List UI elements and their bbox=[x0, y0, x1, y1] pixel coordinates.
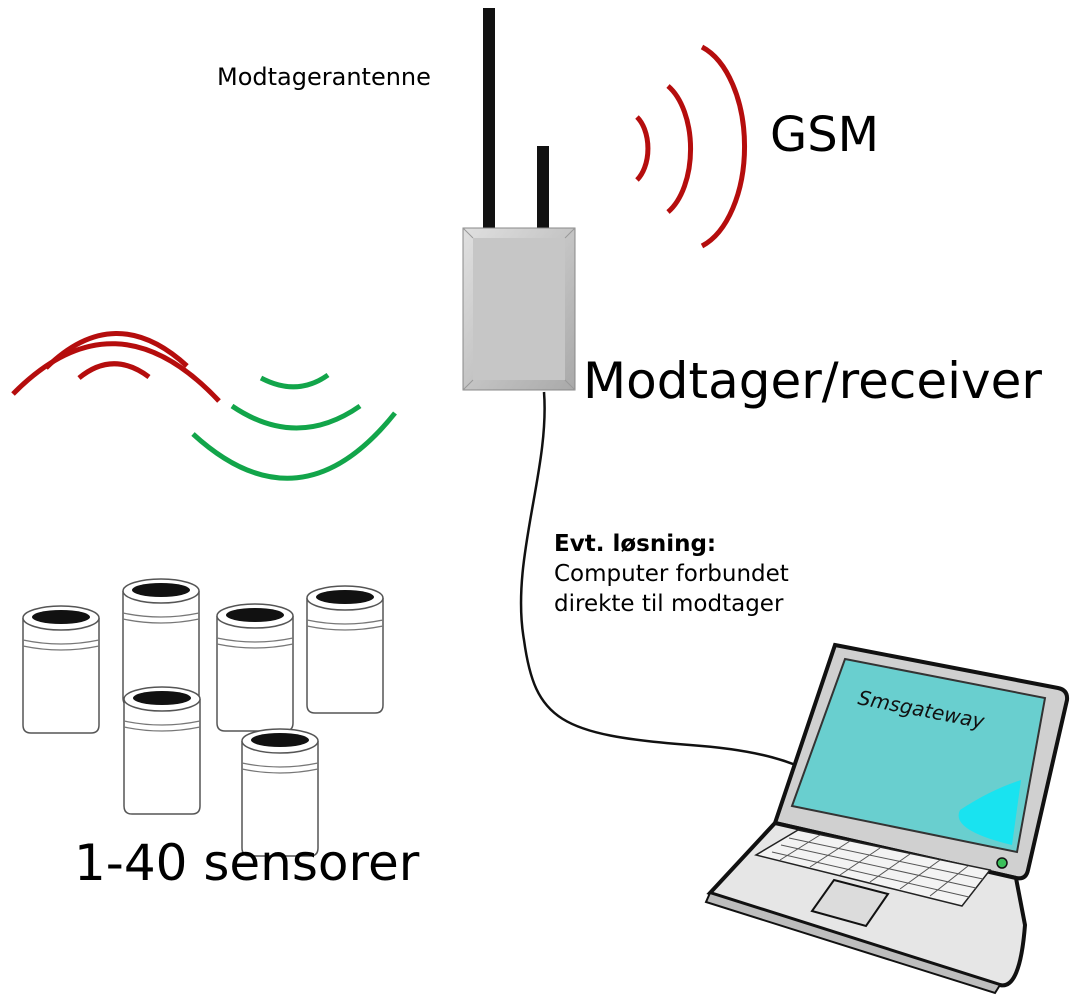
green-waves bbox=[191, 372, 397, 481]
sensors bbox=[22, 578, 384, 857]
red-waves bbox=[11, 331, 221, 403]
note-line-2: direkte til modtager bbox=[554, 590, 784, 617]
antenna-label: Modtagerantenne bbox=[217, 63, 431, 91]
receiver-box bbox=[462, 227, 576, 391]
gsm-waves bbox=[635, 44, 748, 249]
sensors-label: 1-40 sensorer bbox=[74, 834, 420, 892]
cable bbox=[519, 391, 821, 779]
gsm-label: GSM bbox=[770, 107, 880, 163]
note-line-1: Computer forbundet bbox=[554, 560, 789, 587]
laptop-icon: Smsgateway bbox=[704, 642, 1070, 995]
sensor-5 bbox=[123, 686, 201, 815]
antenna-tall bbox=[483, 8, 495, 233]
antenna-short bbox=[537, 146, 549, 233]
sensor-3 bbox=[216, 603, 294, 732]
solution-note: Evt. løsning: Computer forbundet direkte… bbox=[554, 530, 789, 620]
sensor-4 bbox=[306, 585, 384, 714]
receiver-label: Modtager/receiver bbox=[583, 352, 1042, 410]
sensor-1 bbox=[22, 605, 100, 734]
note-heading: Evt. løsning: bbox=[554, 531, 717, 557]
